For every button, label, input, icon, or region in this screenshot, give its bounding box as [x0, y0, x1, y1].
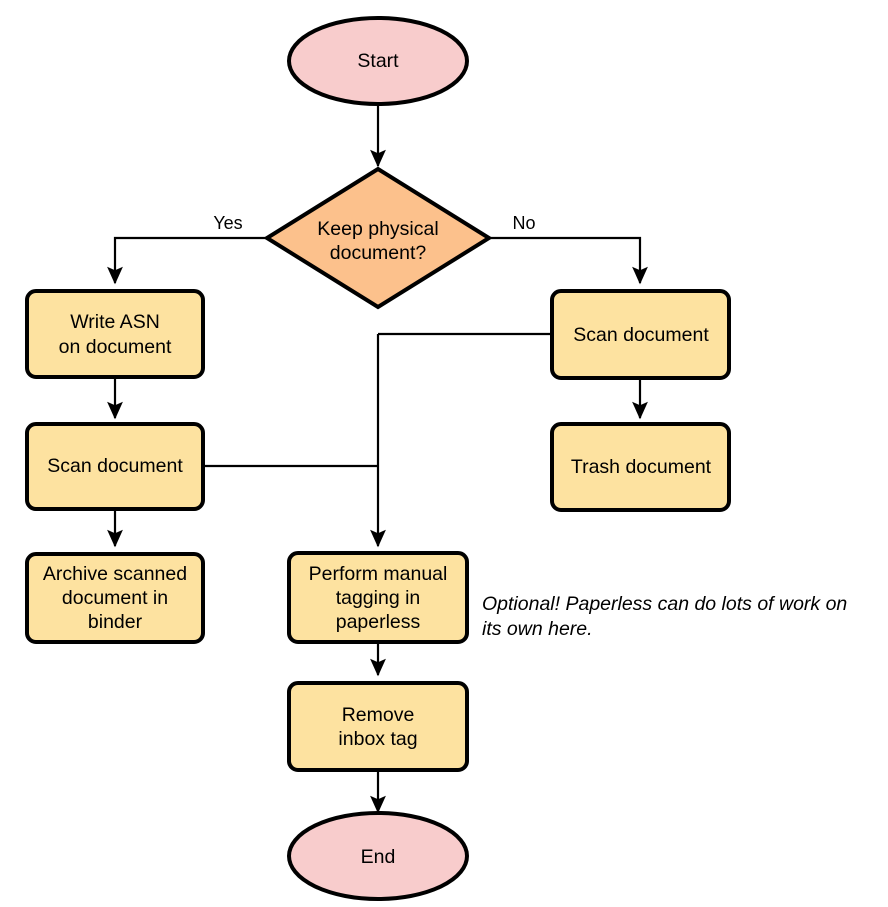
decision-diamond-shape — [263, 166, 493, 310]
start-ellipse-shape — [287, 16, 469, 106]
archive-label-line3: binder — [88, 611, 143, 633]
connector-layer — [107, 104, 648, 814]
annotation-note-optional: Optional! Paperless can do lots of work … — [482, 593, 847, 640]
remove-inbox-label-line2: inbox tag — [338, 728, 417, 750]
connector-decision-yes-to-write-asn — [107, 236, 267, 285]
node-trash-document[interactable]: Trash document — [550, 422, 731, 512]
tagging-label-line1: Perform manual — [309, 563, 448, 585]
node-scan-document-left[interactable]: Scan document — [25, 422, 205, 511]
decision-label-line2: document? — [330, 242, 427, 264]
write-asn-label-line2: on document — [59, 336, 172, 358]
scan-document-left-box-shape — [25, 422, 205, 511]
node-decision-keep-physical-document[interactable]: Keep physical document? — [263, 166, 493, 310]
archive-label-line1: Archive scanned — [43, 563, 187, 585]
archive-label-line2: document in — [62, 587, 168, 609]
node-scan-document-right[interactable]: Scan document — [550, 289, 731, 380]
note-line1: Optional! Paperless can do lots of work … — [482, 593, 847, 615]
end-ellipse-shape — [287, 811, 469, 901]
node-remove-inbox-tag[interactable]: Remove inbox tag — [287, 681, 469, 772]
edge-label-no: No — [512, 213, 535, 233]
connector-decision-no-to-scan-right — [489, 236, 648, 285]
scan-document-right-label: Scan document — [573, 324, 709, 346]
node-write-asn-on-document[interactable]: Write ASN on document — [25, 289, 205, 379]
start-label: Start — [357, 50, 399, 72]
remove-inbox-box-shape — [287, 681, 469, 772]
node-archive-scanned-document[interactable]: Archive scanned document in binder — [25, 552, 205, 644]
trash-document-label: Trash document — [571, 456, 712, 478]
trash-document-box-shape — [550, 422, 731, 512]
tagging-box-shape — [287, 551, 469, 644]
decision-label-line1: Keep physical — [317, 218, 438, 240]
end-label: End — [361, 846, 396, 868]
write-asn-box-shape — [25, 289, 205, 379]
scan-document-left-label: Scan document — [47, 455, 183, 477]
tagging-label-line3: paperless — [336, 611, 421, 633]
edge-label-yes: Yes — [213, 213, 242, 233]
node-perform-manual-tagging[interactable]: Perform manual tagging in paperless — [287, 551, 469, 644]
scan-document-right-box-shape — [550, 289, 731, 380]
node-start[interactable]: Start — [287, 16, 469, 106]
node-end[interactable]: End — [287, 811, 469, 901]
remove-inbox-label-line1: Remove — [342, 704, 415, 726]
tagging-label-line2: tagging in — [336, 587, 421, 609]
archive-box-shape — [25, 552, 205, 644]
write-asn-label-line1: Write ASN — [70, 311, 160, 333]
note-line2: its own here. — [482, 618, 593, 640]
